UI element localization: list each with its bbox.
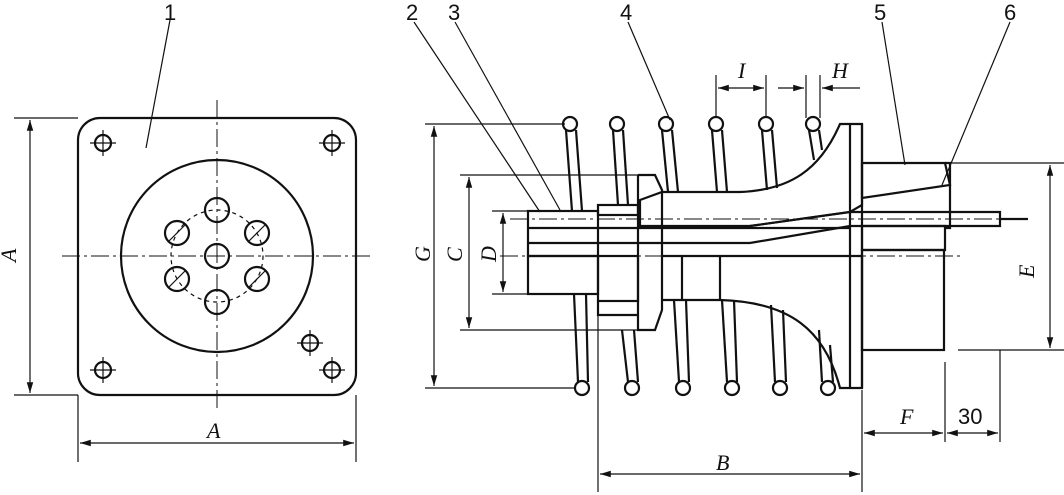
dimension-E: E [1014, 264, 1039, 279]
dimension-F: F [899, 404, 914, 429]
contact-body-upper [638, 122, 864, 228]
dimension-A-horizontal: A [205, 418, 221, 443]
dimension-H: H [831, 58, 849, 83]
corner-holes [90, 130, 345, 383]
dimension-B: B [716, 450, 729, 475]
label-part-4: 4 [620, 0, 632, 25]
front-view: A A 1 [0, 0, 372, 462]
spring-coils [561, 115, 837, 397]
nut-part-5 [860, 161, 952, 200]
dimension-I: I [737, 58, 747, 83]
label-part-5: 5 [874, 0, 886, 25]
dimension-G: G [410, 246, 435, 262]
section-view: G C D E B F 30 I [406, 0, 1064, 492]
label-part-3: 3 [448, 0, 460, 25]
label-part-6: 6 [1004, 0, 1016, 25]
dimension-30: 30 [958, 404, 982, 429]
dimension-D: D [476, 246, 501, 263]
dimension-A-vertical: A [0, 248, 21, 264]
dimension-C: C [442, 247, 467, 262]
label-part-2: 2 [406, 0, 418, 25]
insulator-block [526, 254, 600, 296]
label-part-1: 1 [164, 0, 176, 25]
